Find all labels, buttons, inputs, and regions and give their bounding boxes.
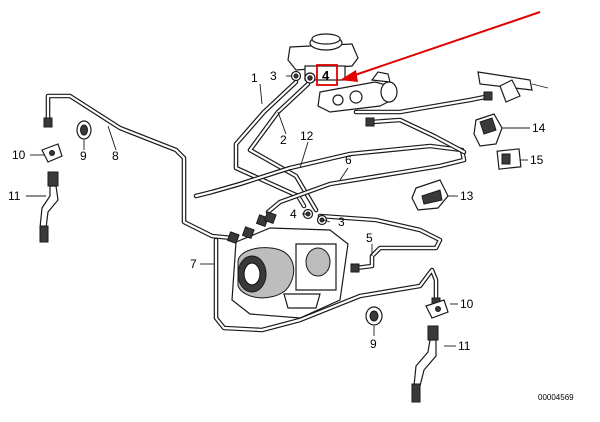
highlight-annotation (316, 11, 541, 86)
brake-master-cylinder (317, 71, 398, 113)
callout-10-right: 10 (460, 297, 474, 311)
highlight-arrow-shaft (351, 11, 541, 77)
callout-11-left: 11 (8, 189, 21, 203)
callout-9-left: 9 (80, 149, 87, 163)
brake-booster-rod (477, 71, 549, 103)
hose-holder-left (41, 143, 63, 163)
callout-2: 2 (280, 133, 287, 147)
callout-7: 7 (190, 257, 197, 271)
brake-hose-left (39, 171, 59, 243)
leader-lines (26, 75, 530, 347)
highlight-box (316, 64, 338, 86)
callout-15: 15 (530, 153, 544, 167)
grommet-left (76, 120, 92, 140)
callout-labels: 1 2 3 3 4 4 5 6 7 8 9 9 10 10 11 11 12 1… (8, 68, 574, 402)
callout-10-left: 10 (12, 148, 26, 162)
callout-4-lower: 4 (290, 207, 297, 221)
brake-pipes (45, 79, 493, 333)
connector-15 (496, 148, 522, 170)
callout-4-highlighted: 4 (322, 68, 330, 83)
callout-5: 5 (366, 231, 373, 245)
hose-holder-right (425, 299, 449, 319)
callout-13: 13 (460, 189, 474, 203)
abs-hydraulic-unit (231, 227, 349, 319)
callout-11-right: 11 (458, 339, 471, 353)
callout-12: 12 (300, 129, 314, 143)
callout-8: 8 (112, 149, 119, 163)
pipe-fittings (43, 91, 493, 308)
pipe-clip-13 (411, 179, 449, 211)
grommet-right (365, 306, 383, 326)
brake-hose-right (411, 325, 439, 403)
callout-14: 14 (532, 121, 546, 135)
callout-6: 6 (345, 153, 352, 167)
highlight-arrow-head (340, 70, 358, 82)
diagram-part-number: 00004569 (538, 393, 574, 402)
callout-1: 1 (251, 71, 258, 85)
callout-3-top: 3 (270, 69, 277, 83)
pressure-switch-14 (473, 113, 503, 147)
seal-rings-and-bolts (290, 70, 328, 226)
callout-9-right: 9 (370, 337, 377, 351)
callout-3-lower: 3 (338, 215, 345, 229)
